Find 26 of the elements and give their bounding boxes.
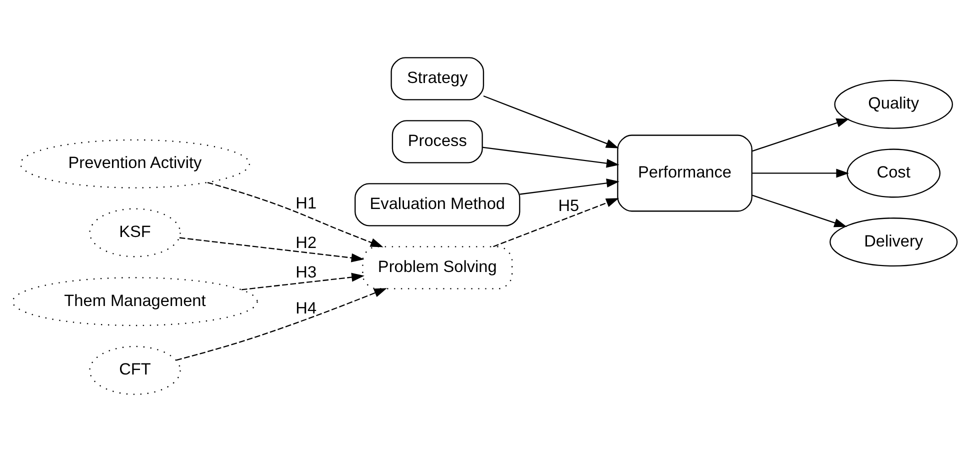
arrow: [241, 272, 364, 290]
arrow: [752, 194, 848, 228]
edge-label: H3: [296, 263, 317, 282]
node-ellipse: Cost: [846, 148, 940, 198]
arrow: [752, 118, 850, 152]
edge-label: H2: [296, 234, 317, 252]
node-ellipse: KSF: [89, 208, 181, 258]
edge-label: H1: [296, 194, 317, 212]
node-ellipse: Prevention Activity: [20, 139, 250, 188]
arrow: [493, 198, 619, 248]
arrow: [752, 168, 850, 178]
node-box: Evaluation Method: [354, 183, 520, 226]
arrow: [207, 182, 384, 248]
node-box: Process: [392, 120, 483, 164]
arrow: [482, 146, 620, 168]
node-box: Strategy: [390, 57, 484, 100]
edge-label: H5: [558, 196, 580, 215]
arrow: [483, 95, 619, 148]
node-box: Performance: [617, 134, 752, 212]
arrow: [179, 237, 364, 262]
node-ellipse: Them Management: [12, 277, 258, 326]
node-box: Problem Solving: [362, 246, 513, 290]
edge-label: H4: [296, 299, 317, 318]
arrow: [176, 288, 387, 361]
arrow: [520, 178, 620, 195]
node-ellipse: CFT: [89, 346, 181, 395]
